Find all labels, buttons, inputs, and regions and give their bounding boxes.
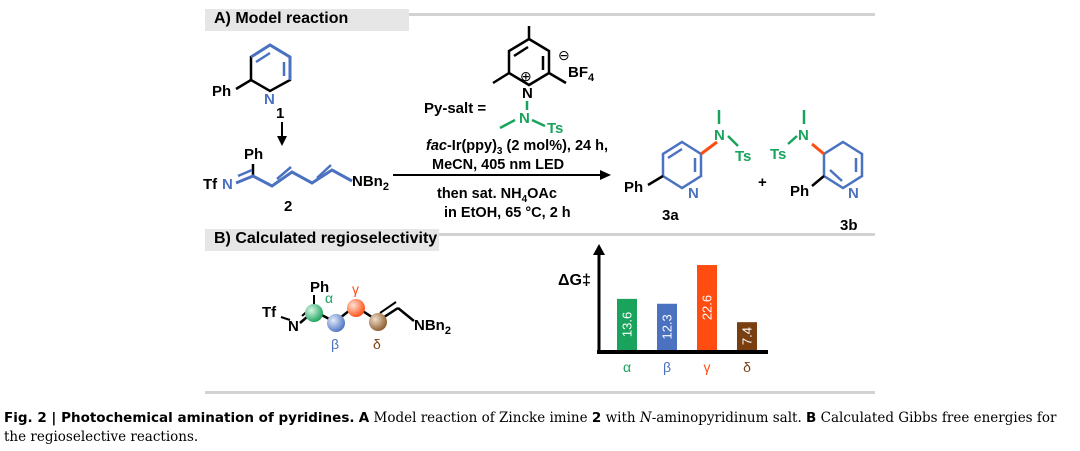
regio-delta: δ — [373, 336, 381, 352]
section-b-header-bar — [205, 229, 439, 251]
compound-1-number: 1 — [276, 105, 284, 122]
reaction-conditions: fac-Ir(ppy)3 (2 mol%), 24 h, MeCN, 405 n… — [393, 138, 611, 221]
regio-ph: Ph — [310, 279, 329, 296]
product-3b-ts: Ts — [770, 146, 786, 163]
svg-text:then sat. NH4OAc: then sat. NH4OAc — [437, 186, 557, 205]
compound-2-n: N — [222, 176, 233, 193]
bar-value-label-3: 7.4 — [740, 327, 755, 345]
product-3b-n-amine: N — [798, 127, 809, 144]
plus-sign: + — [758, 174, 767, 191]
product-3a-n-ring: N — [688, 185, 699, 202]
bar-0 — [617, 298, 637, 350]
bar-3 — [737, 322, 757, 350]
category-label-3: δ — [743, 359, 751, 375]
regio-scheme: Tf N Ph NBn2 α β γ δ — [262, 279, 451, 352]
section-b-label: B) Calculated regioselectivity — [214, 230, 438, 247]
svg-text:fac-Ir(ppy)3 (2 mol%), 24 h,: fac-Ir(ppy)3 (2 mol%), 24 h, — [426, 138, 608, 157]
figure-caption: Fig. 2 | Photochemical amination of pyri… — [4, 410, 1057, 445]
regio-beta: β — [331, 336, 339, 352]
bar-value-label-0: 13.6 — [620, 312, 635, 337]
alpha-site — [305, 304, 323, 322]
caption-a-label: A — [358, 410, 370, 426]
bar-value-label-2: 22.6 — [700, 295, 715, 320]
category-label-1: β — [663, 359, 671, 375]
svg-text:in EtOH, 65 °C, 2 h: in EtOH, 65 °C, 2 h — [444, 205, 571, 221]
caption-b-label: B — [806, 410, 817, 426]
product-3b-ph: Ph — [790, 183, 809, 200]
section-a-label: A) Model reaction — [214, 10, 349, 27]
product-3a: N Ts Ph N 3a — [624, 110, 751, 224]
bar-1 — [657, 303, 677, 350]
compound-1: Ph N 1 — [212, 43, 292, 122]
py-salt-plus: ⊕ — [520, 68, 532, 84]
product-3a-ph: Ph — [624, 179, 643, 196]
delta-site — [369, 313, 387, 331]
bar-value-label-1: 12.3 — [660, 314, 675, 339]
regio-tf: Tf — [262, 304, 277, 321]
py-salt-n: N — [519, 110, 530, 127]
product-3a-n-amine: N — [714, 127, 725, 144]
reaction-scheme: Ph N 1 Ph Tf N NBn2 2 ⊕ N ⊖ BF4 N Ts Py-… — [203, 26, 864, 375]
regio-nbn2: NBn2 — [414, 317, 451, 337]
py-salt-label: Py-salt = — [424, 100, 486, 117]
product-3a-number: 3a — [662, 207, 679, 224]
regio-n: N — [288, 318, 299, 335]
product-3a-ts: Ts — [735, 148, 751, 165]
compound-1-ph: Ph — [212, 83, 231, 100]
regio-gamma: γ — [352, 281, 359, 297]
section-b-divider — [439, 233, 875, 236]
compound-2-nbn2: NBn2 — [352, 173, 389, 193]
compound-2: Ph Tf N NBn2 2 — [203, 146, 389, 215]
compound-2-ph: Ph — [244, 146, 263, 163]
product-3b-n-ring: N — [848, 185, 859, 202]
energy-chart: ΔG‡ 13.6 α 12.3 β 22.6 γ 7.4 δ — [558, 244, 768, 375]
section-a-header-bar — [205, 9, 409, 31]
beta-site — [327, 314, 345, 332]
py-salt-minus: ⊖ — [558, 47, 570, 63]
py-salt: ⊕ N ⊖ BF4 N Ts Py-salt = — [424, 26, 595, 137]
compound-2-number: 2 — [284, 198, 292, 215]
bar-2 — [697, 265, 717, 350]
svg-text:MeCN, 405 nm LED: MeCN, 405 nm LED — [432, 157, 564, 173]
py-salt-bf4: BF4 — [568, 64, 595, 84]
product-3b-number: 3b — [840, 217, 858, 234]
section-a-divider — [409, 13, 875, 16]
figure-bottom-divider — [205, 391, 875, 394]
regio-alpha: α — [325, 290, 333, 306]
caption-fig-label: Fig. 2 | Photochemical amination of pyri… — [4, 410, 355, 426]
compound-1-n: N — [264, 91, 275, 108]
chart-ylabel: ΔG‡ — [558, 272, 591, 289]
product-3b: N Ts Ph N 3b — [770, 110, 864, 234]
compound-2-tf: Tf — [203, 176, 218, 193]
gamma-site — [347, 299, 365, 317]
py-salt-n-plus: N — [522, 85, 533, 102]
py-salt-ts: Ts — [547, 120, 563, 137]
category-label-0: α — [623, 359, 631, 375]
category-label-2: γ — [704, 359, 711, 375]
